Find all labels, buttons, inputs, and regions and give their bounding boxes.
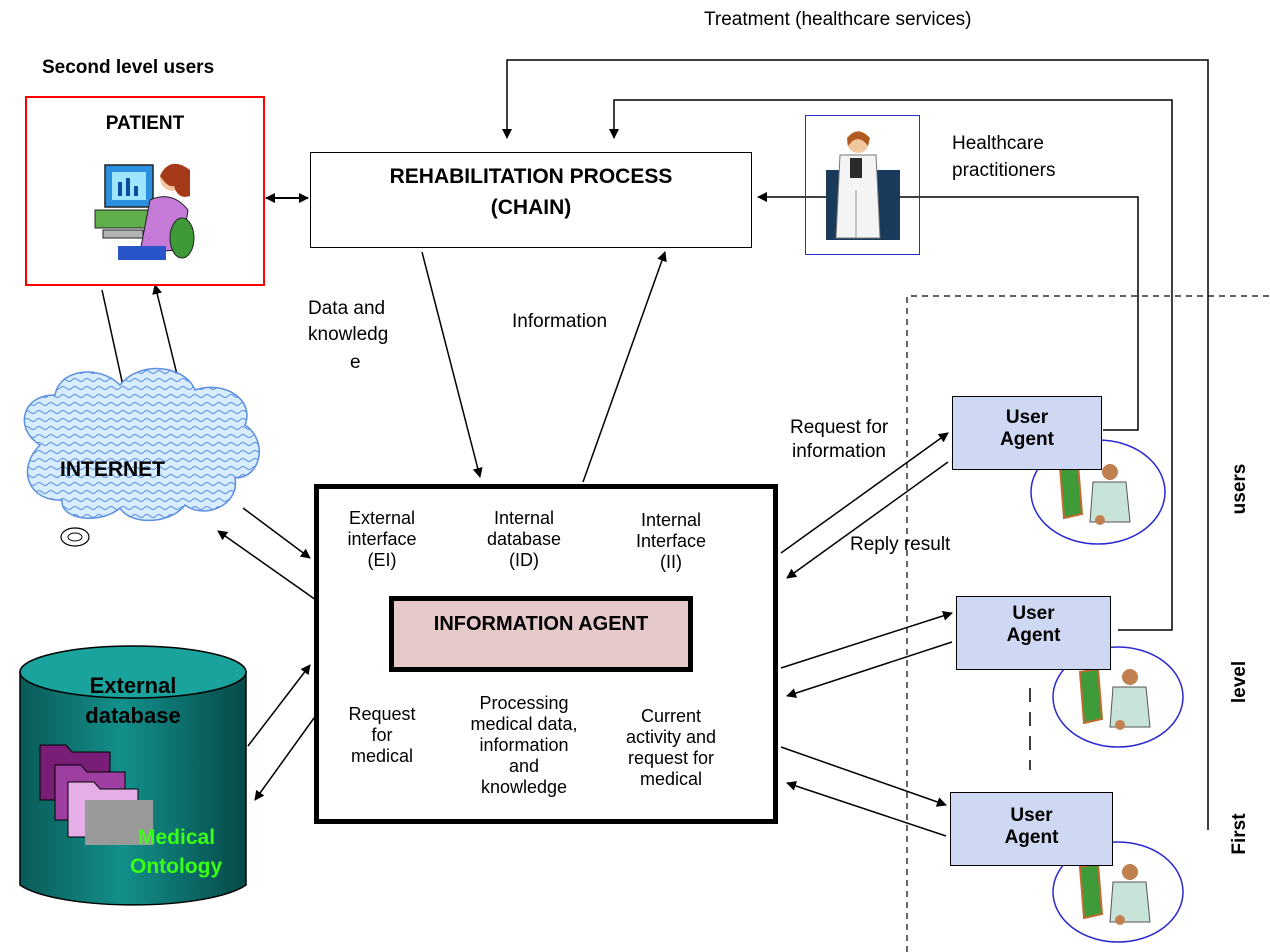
patient-title: PATIENT xyxy=(105,113,185,134)
external-db-line2: database xyxy=(85,703,181,728)
proc-line4: and xyxy=(508,756,540,776)
id-line2: database xyxy=(486,529,562,549)
reply-result-arrow-2 xyxy=(786,641,953,698)
cur-line1: Current xyxy=(640,706,702,726)
external-db-line1: External xyxy=(89,673,177,698)
proc-line2: medical data, xyxy=(470,714,578,734)
ei-line1: External xyxy=(348,508,416,528)
information-arrow xyxy=(582,251,667,483)
data-knowledge-line2: knowledg xyxy=(308,324,389,345)
user-agent-box-1: User Agent xyxy=(952,396,1102,470)
user-agent-box-2: User Agent xyxy=(956,596,1111,670)
information-agent-title: INFORMATION AGENT xyxy=(433,613,649,635)
internal-interface-cell: Internal Interface (II) xyxy=(606,510,736,596)
practitioner-label-line1: Healthcare xyxy=(952,133,1044,154)
ei-line3: (EI) xyxy=(367,550,397,570)
proc-line3: information xyxy=(479,735,569,755)
request-info-arrow-1 xyxy=(780,432,949,554)
external-interface-cell: External interface (EI) xyxy=(322,508,442,594)
user-agent-3-line2: Agent xyxy=(1004,827,1059,848)
user-agent-box-3: User Agent xyxy=(950,792,1113,866)
patient-to-internet-arrow xyxy=(101,289,128,396)
practitioner-label-line2: practitioners xyxy=(952,160,1056,181)
user-agent-1-line2: Agent xyxy=(1000,429,1054,450)
doctor-icon xyxy=(826,131,900,240)
internet-to-agent-arrow xyxy=(242,507,311,559)
request-info-line2: information xyxy=(792,441,886,462)
user-doctor-icons xyxy=(1030,439,1184,943)
ii-line3: (II) xyxy=(660,552,682,572)
data-knowledge-line3: e xyxy=(350,352,361,373)
data-knowledge-arrow xyxy=(421,251,483,478)
rehab-title-line2: (CHAIN) xyxy=(490,196,572,219)
request-info-arrow-3 xyxy=(780,746,947,807)
req-med-line2: for xyxy=(371,725,393,745)
proc-line1: Processing xyxy=(479,693,569,713)
request-info-arrow-2 xyxy=(780,610,953,669)
internet-swirl xyxy=(60,527,90,547)
processing-cell: Processing medical data, information and… xyxy=(450,693,598,808)
reply-result-label: Reply result xyxy=(850,534,951,555)
data-knowledge-line1: Data and xyxy=(308,298,386,319)
cur-line2: activity and xyxy=(625,727,717,747)
user-agent-2-line2: Agent xyxy=(1006,625,1061,646)
first-level-users-word1: users xyxy=(1229,463,1250,515)
ii-line2: Interface xyxy=(635,531,707,551)
id-line3: (ID) xyxy=(509,550,539,570)
req-med-line3: medical xyxy=(350,746,414,766)
rehabilitation-process-box xyxy=(310,152,752,248)
db-to-agent-arrow xyxy=(247,664,311,747)
reply-result-arrow-3 xyxy=(786,781,947,837)
ei-line2: interface xyxy=(347,529,417,549)
user-agent-2-line1: User xyxy=(1012,603,1055,624)
id-line1: Internal xyxy=(493,508,555,528)
treatment-feedback-lines xyxy=(502,59,1209,830)
ii-line1: Internal xyxy=(640,510,702,530)
agent-to-internet-arrow xyxy=(217,530,317,601)
current-activity-cell: Current activity and request for medical xyxy=(606,706,736,804)
cur-line4: medical xyxy=(639,769,703,789)
agent-to-db-arrow xyxy=(254,717,315,801)
proc-line5: knowledge xyxy=(480,777,568,797)
reply-result-arrow-1 xyxy=(786,461,949,579)
ontology-line2: Ontology xyxy=(130,855,223,878)
patient-at-computer-icon xyxy=(94,163,195,260)
practitioner-box xyxy=(805,115,920,255)
information-agent-title-box xyxy=(389,596,693,672)
cur-line3: request for xyxy=(627,748,715,768)
request-info-line1: Request for xyxy=(790,417,889,438)
external-database-cylinder xyxy=(19,645,247,906)
first-level-users-word2: level xyxy=(1229,660,1250,704)
user-agent-1-line1: User xyxy=(1005,407,1049,428)
first-level-users-word3: First xyxy=(1229,813,1250,855)
rehab-title-line1: REHABILITATION PROCESS xyxy=(389,165,673,188)
user-agent-3-line1: User xyxy=(1010,805,1053,826)
ontology-line1: Medical xyxy=(138,826,216,849)
request-medical-cell: Request for medical xyxy=(322,704,442,776)
internet-swirl-inner xyxy=(67,532,83,542)
information-label: Information xyxy=(512,311,608,332)
folder-icons xyxy=(39,744,153,845)
req-med-line1: Request xyxy=(348,704,416,724)
patient-box xyxy=(25,96,265,286)
internal-database-cell: Internal database (ID) xyxy=(450,508,598,594)
internet-label: INTERNET xyxy=(60,458,165,481)
treatment-label: Treatment (healthcare services) xyxy=(704,9,972,30)
second-level-users-label: Second level users xyxy=(42,57,215,78)
internet-cloud xyxy=(23,367,260,522)
